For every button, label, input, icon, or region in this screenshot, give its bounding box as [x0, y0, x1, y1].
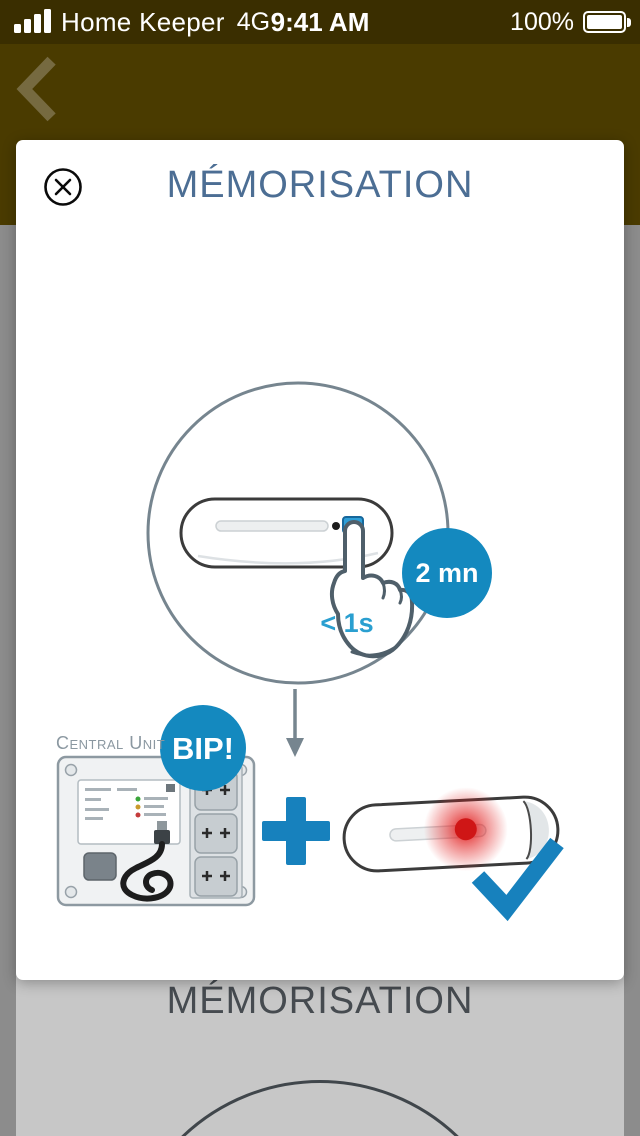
- close-icon: [44, 168, 82, 206]
- back-button[interactable]: [8, 52, 68, 128]
- central-unit-label: Central Unit: [56, 733, 166, 753]
- checkmark-icon: [471, 837, 564, 922]
- hand-icon: [329, 520, 415, 659]
- plus-icon: [262, 797, 330, 865]
- siren-device: [342, 787, 560, 873]
- battery-percent-label: 100%: [510, 7, 574, 36]
- status-bar: Home Keeper 4G 9:41 AM 100%: [0, 0, 640, 44]
- signal-icon: [14, 7, 51, 37]
- background-page-title: MÉMORISATION: [166, 980, 474, 1022]
- network-label: 4G: [236, 7, 271, 36]
- press-duration-label: < 1s: [320, 608, 374, 638]
- central-unit-illustration: [56, 755, 256, 907]
- remote-device: [179, 497, 394, 569]
- time-label: 9:41 AM: [270, 6, 370, 37]
- chevron-left-icon: [16, 56, 56, 121]
- carrier-label: Home Keeper: [61, 6, 225, 37]
- battery-icon: [583, 11, 631, 33]
- beep-badge: BIP!: [160, 705, 246, 791]
- duration-badge: 2 mn: [402, 528, 492, 618]
- memorisation-illustration: [56, 381, 564, 922]
- power-cable: [120, 841, 174, 902]
- modal-title: MÉMORISATION: [166, 164, 474, 206]
- memorisation-modal: MÉMORISATION: [16, 140, 624, 980]
- close-button[interactable]: [42, 166, 84, 208]
- led-core: [454, 818, 477, 841]
- arrow-down-icon: [286, 689, 304, 757]
